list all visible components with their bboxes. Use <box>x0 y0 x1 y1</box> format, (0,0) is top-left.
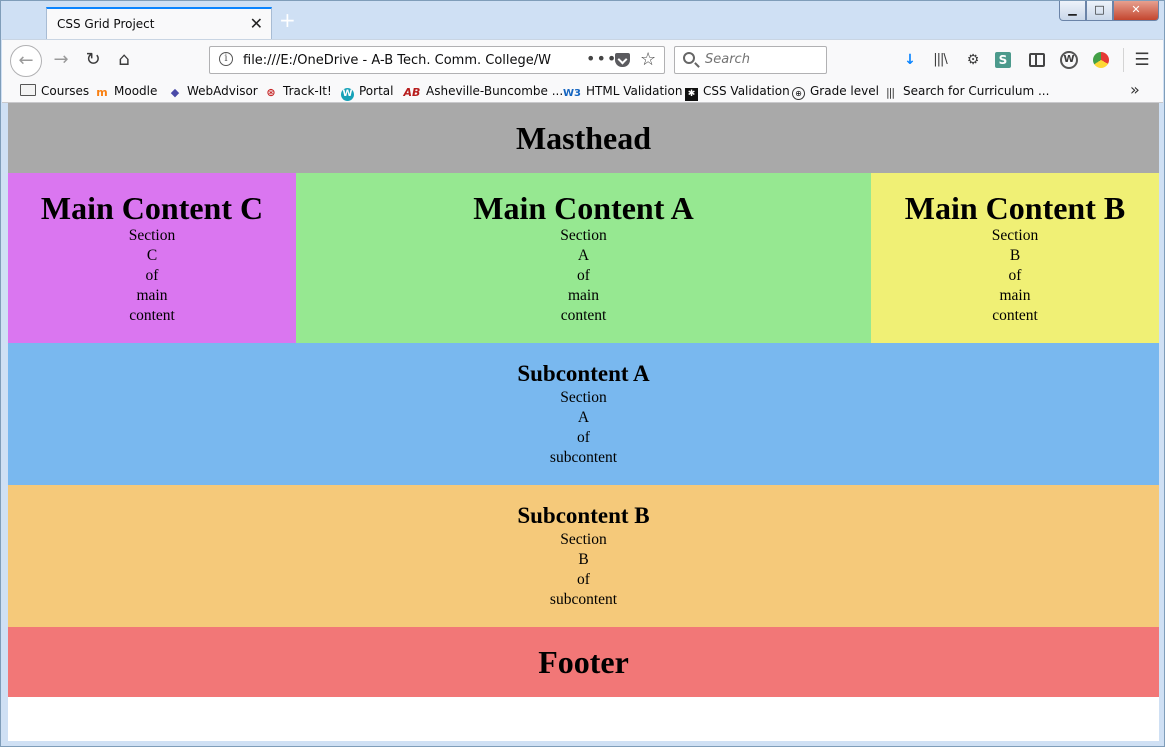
w-extension-icon[interactable]: W <box>1060 51 1078 69</box>
footer-section: Footer <box>8 627 1159 697</box>
search-input[interactable] <box>705 52 820 67</box>
portal-icon: W <box>341 88 354 101</box>
maximize-window-button[interactable]: □ <box>1086 1 1113 21</box>
bookmark-grade-level[interactable]: ⊕ Grade level <box>792 82 879 100</box>
footer-heading: Footer <box>538 644 629 680</box>
new-tab-icon[interactable]: + <box>279 8 296 32</box>
bookmark-label: Grade level <box>810 84 879 98</box>
subcontent-b-text: Section B of subcontent <box>549 531 618 608</box>
search-box[interactable] <box>674 46 827 74</box>
main-content-b-section: Main Content B Section B of main content <box>871 173 1159 343</box>
address-bar[interactable]: i file:///E:/OneDrive - A-B Tech. Comm. … <box>209 46 665 74</box>
navigation-toolbar: ← → ↻ ⌂ i file:///E:/OneDrive - A-B Tech… <box>2 39 1163 79</box>
page-viewport: Masthead Main Content C Section C of mai… <box>8 103 1159 741</box>
forward-arrow-icon[interactable]: → <box>53 49 69 70</box>
bookmark-label: Portal <box>359 84 394 98</box>
trackit-icon: ⊛ <box>266 86 276 99</box>
s-extension-icon[interactable]: S <box>995 52 1011 68</box>
webadvisor-icon: ◆ <box>170 86 180 99</box>
tab-title: CSS Grid Project <box>57 17 155 31</box>
main-content-a-heading: Main Content A <box>473 190 694 226</box>
bookmark-label: CSS Validation <box>703 84 790 98</box>
globe-icon: ⊕ <box>792 87 805 100</box>
barcode-icon: ||| <box>885 86 895 99</box>
color-extension-icon[interactable] <box>1093 52 1109 68</box>
main-content-c-section: Main Content C Section C of main content <box>8 173 296 343</box>
minimize-window-button[interactable]: ▁ <box>1059 1 1086 21</box>
css-validation-icon: ✱ <box>685 88 698 101</box>
main-content-a-text: Section A of main content <box>560 227 607 324</box>
bookmark-html-validation[interactable]: W3 HTML Validation <box>563 82 682 100</box>
css-grid-layout: Masthead Main Content C Section C of mai… <box>8 103 1159 697</box>
site-info-icon[interactable]: i <box>219 52 233 66</box>
main-content-a-section: Main Content A Section A of main content <box>296 173 871 343</box>
pocket-icon[interactable] <box>615 53 630 67</box>
bookmark-portal[interactable]: W Portal <box>341 82 394 101</box>
ab-logo-icon: AB <box>403 86 421 99</box>
library-icon[interactable]: |||\ <box>933 52 948 67</box>
folder-icon <box>20 84 36 96</box>
w3c-icon: W3 <box>563 88 581 99</box>
bookmark-label: Track-It! <box>283 84 332 98</box>
subcontent-a-heading: Subcontent A <box>517 361 650 386</box>
tab-strip: CSS Grid Project ✕ + ▁ □ ✕ <box>1 1 1164 39</box>
search-icon <box>683 52 695 64</box>
main-content-c-heading: Main Content C <box>40 190 264 226</box>
back-arrow-icon[interactable]: ← <box>10 45 42 77</box>
main-content-c-text: Section C of main content <box>128 227 176 324</box>
bookmarks-toolbar: Courses m Moodle ◆ WebAdvisor ⊛ Track-It! W… <box>2 79 1163 103</box>
bookmark-label: WebAdvisor <box>187 84 258 98</box>
hamburger-menu-icon[interactable]: ☰ <box>1134 50 1150 70</box>
bookmark-css-validation[interactable]: ✱ CSS Validation <box>685 82 790 101</box>
download-icon[interactable]: ↓ <box>904 52 916 68</box>
subcontent-a-section: Subcontent A Section A of subcontent <box>8 343 1159 485</box>
gear-icon[interactable]: ⚙ <box>966 52 980 68</box>
masthead-heading: Masthead <box>515 120 652 156</box>
toolbar-divider <box>1123 48 1124 72</box>
tab-css-grid-project[interactable]: CSS Grid Project ✕ <box>46 7 272 39</box>
home-icon[interactable]: ⌂ <box>118 49 130 70</box>
subcontent-b-section: Subcontent B Section B of subcontent <box>8 485 1159 627</box>
bookmark-label: Courses <box>41 84 90 98</box>
url-text[interactable]: file:///E:/OneDrive - A-B Tech. Comm. Co… <box>243 53 551 68</box>
bookmark-courses[interactable]: Courses <box>20 82 89 100</box>
bookmark-star-icon[interactable]: ☆ <box>640 49 657 70</box>
bookmark-moodle[interactable]: m Moodle <box>95 82 157 100</box>
moodle-icon: m <box>96 86 108 99</box>
bookmark-search-curriculum[interactable]: ||| Search for Curriculum ... <box>882 82 1049 100</box>
sidebar-icon[interactable] <box>1029 53 1045 67</box>
close-tab-icon[interactable]: ✕ <box>249 14 263 33</box>
bookmark-label: Asheville-Buncombe ... <box>426 84 564 98</box>
page-actions-icon[interactable]: ••• <box>586 49 618 68</box>
subcontent-b-heading: Subcontent B <box>517 503 650 528</box>
reload-icon[interactable]: ↻ <box>85 49 101 70</box>
main-content-b-heading: Main Content B <box>904 190 1126 226</box>
subcontent-a-text: Section A of subcontent <box>549 389 618 466</box>
bookmark-label: Moodle <box>114 84 158 98</box>
bookmark-label: Search for Curriculum ... <box>903 84 1050 98</box>
masthead-section: Masthead <box>8 103 1159 173</box>
bookmark-asheville-buncombe[interactable]: AB Asheville-Buncombe ... <box>403 82 564 100</box>
chevron-right-icon[interactable]: » <box>1130 80 1140 99</box>
bookmark-trackit[interactable]: ⊛ Track-It! <box>264 82 332 100</box>
bookmark-webadvisor[interactable]: ◆ WebAdvisor <box>168 82 258 100</box>
bookmark-label: HTML Validation <box>586 84 683 98</box>
main-content-b-text: Section B of main content <box>991 227 1039 324</box>
close-window-button[interactable]: ✕ <box>1113 1 1159 21</box>
